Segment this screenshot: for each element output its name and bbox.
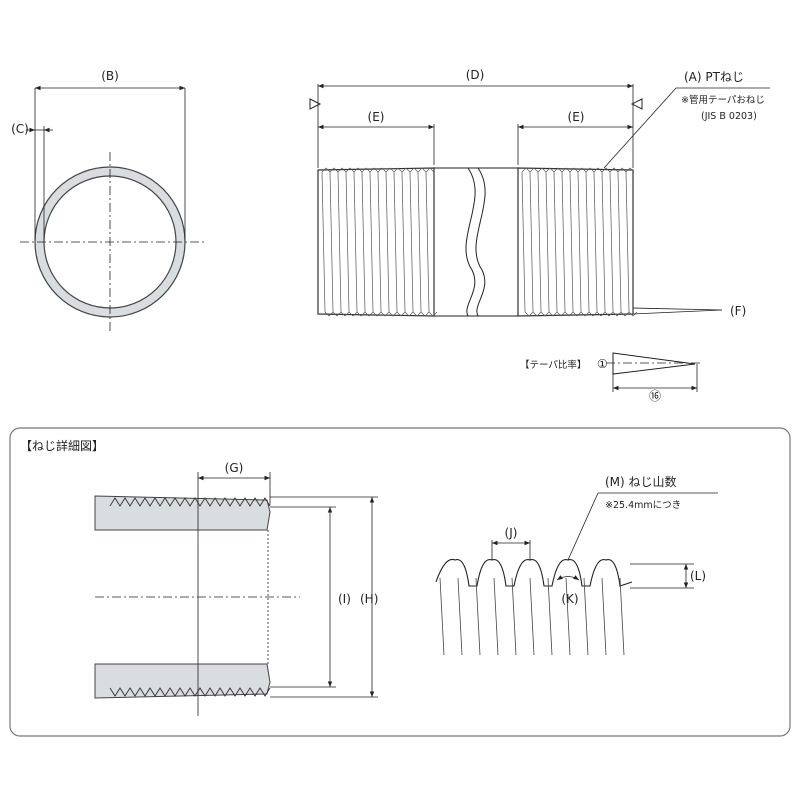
pipe-side-view: (D) (E) (E) (A) PTねじ ※管用テーパおねじ (JIS B 02… — [309, 68, 770, 318]
detail-thread-profile — [109, 497, 271, 697]
label-e-right: (E) — [568, 110, 585, 124]
label-g: (G) — [225, 461, 244, 475]
label-h: (H) — [360, 592, 378, 606]
taper-ratio-num: ① — [597, 357, 608, 371]
label-e-left: (E) — [368, 110, 385, 124]
taper-ratio: 【テーパ比率】 ① ⑯ — [520, 352, 700, 403]
note-m: ※25.4mmにつき — [605, 500, 681, 511]
label-i: (I) — [338, 592, 351, 606]
thread-detail-panel: 【ねじ詳細図】 (G) (I) (H) (J) (K) — [9, 427, 791, 737]
label-c: (C) — [11, 122, 29, 136]
label-k: (K) — [561, 592, 578, 606]
label-l: (L) — [690, 569, 706, 583]
thread-lines-right — [521, 167, 638, 317]
note-a: ※管用テーパおねじ — [681, 94, 765, 106]
taper-label: 【テーパ比率】 — [520, 359, 586, 371]
label-b: (B) — [101, 69, 119, 83]
thread-lines-left — [321, 167, 438, 317]
pipe-end-view: (B) (C) — [11, 69, 205, 332]
detail-title: 【ねじ詳細図】 — [20, 438, 104, 453]
standard-a: (JIS B 0203) — [701, 111, 757, 122]
thread-profile-detail — [435, 558, 633, 656]
label-d: (D) — [466, 68, 485, 82]
label-j: (J) — [505, 526, 518, 540]
label-f: (F) — [730, 304, 746, 318]
label-m: (M) ねじ山数 — [605, 474, 677, 489]
label-a: (A) PTねじ — [684, 70, 744, 84]
taper-ratio-den: ⑯ — [649, 389, 661, 403]
